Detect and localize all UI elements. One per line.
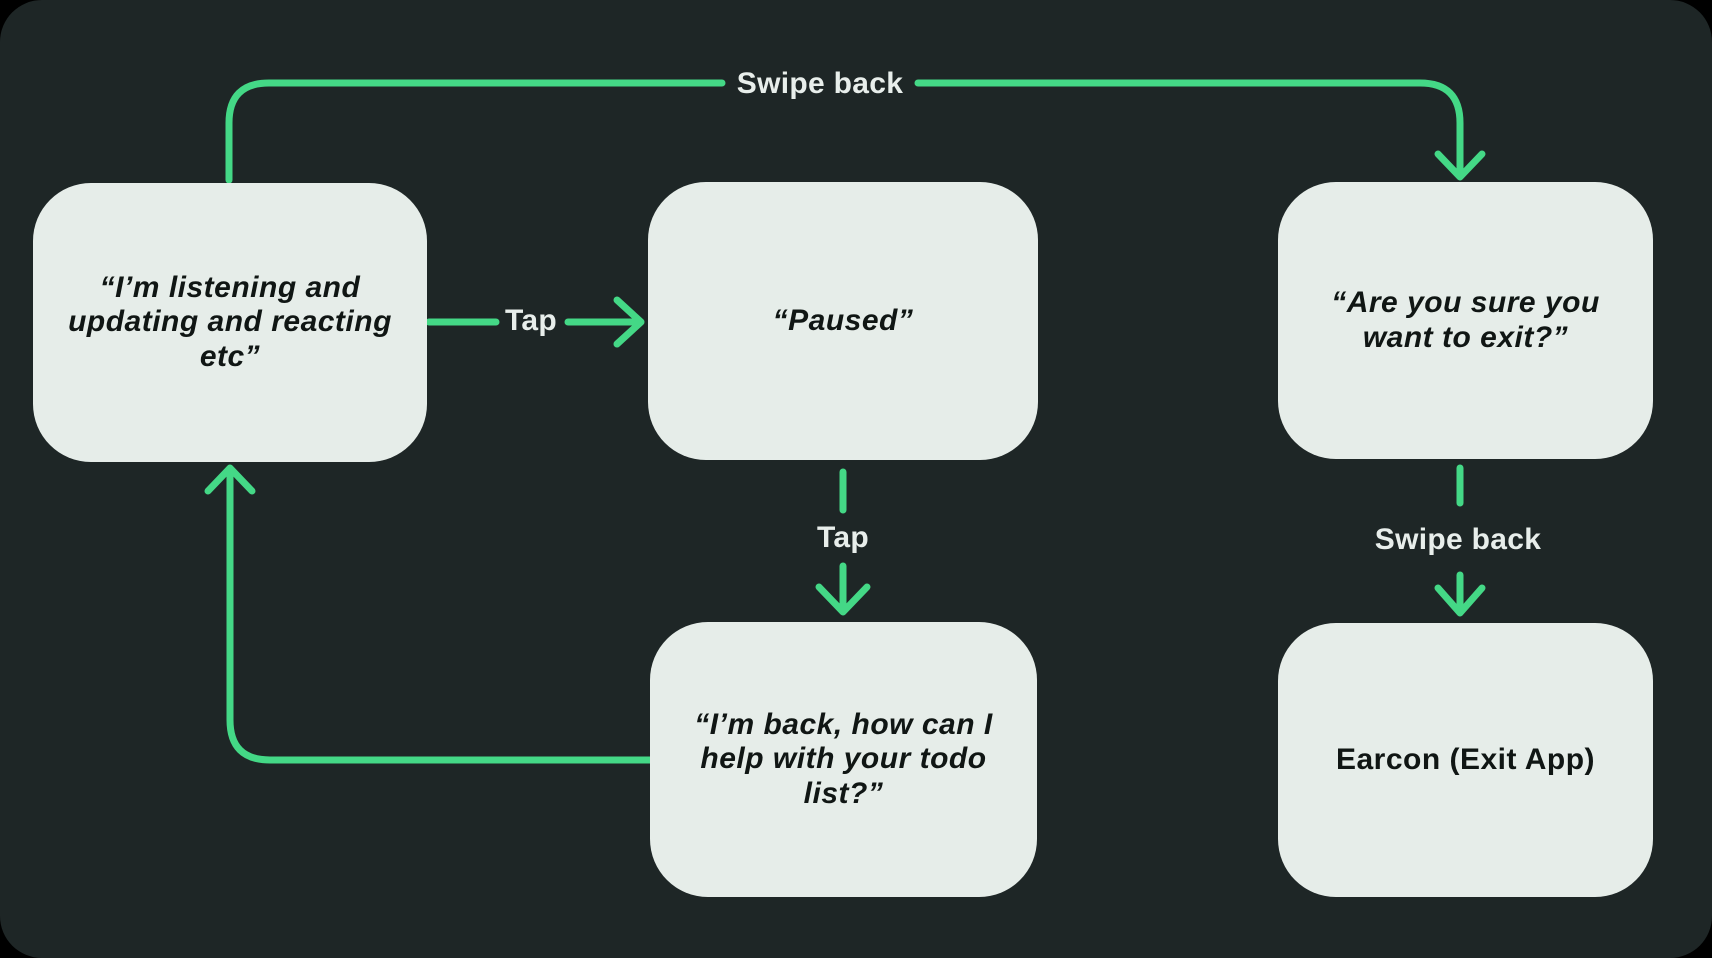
node-earcon-exit-app: Earcon (Exit App) <box>1278 623 1653 897</box>
node-paused-state: “Paused” <box>648 182 1038 460</box>
edge-label-swipe-back-right: Swipe back <box>1374 523 1542 556</box>
node-listening-text: “I’m listening and updating and reacting… <box>68 271 392 373</box>
node-back-again-text: “I’m back, how can I help with your todo… <box>694 708 993 810</box>
edge-swipe-back-top-left-segment <box>225 79 726 184</box>
node-back-again-state: “I’m back, how can I help with your todo… <box>650 622 1037 897</box>
arrowhead-up-into-listening <box>204 464 256 495</box>
edge-label-tap-vertical: Tap <box>816 521 870 554</box>
node-earcon-text: Earcon (Exit App) <box>1335 742 1596 776</box>
arrowhead-down-into-back-again <box>815 583 871 616</box>
edge-loop-back <box>226 466 654 764</box>
node-paused-text: “Paused” <box>772 303 914 337</box>
node-exit-confirm-state: “Are you sure you want to exit?” <box>1278 182 1653 459</box>
edge-swipe-back-top-right-segment <box>914 79 1464 179</box>
arrowhead-right-into-paused <box>613 296 645 348</box>
edge-label-tap-horizontal: Tap <box>504 304 558 337</box>
arrowhead-down-into-earcon <box>1434 584 1486 617</box>
node-listening-state: “I’m listening and updating and reacting… <box>33 183 427 462</box>
node-exit-confirm-text: “Are you sure you want to exit?” <box>1331 286 1600 354</box>
edge-label-swipe-back-top: Swipe back <box>736 67 904 100</box>
arrowhead-down-into-exit-confirm <box>1434 150 1486 181</box>
